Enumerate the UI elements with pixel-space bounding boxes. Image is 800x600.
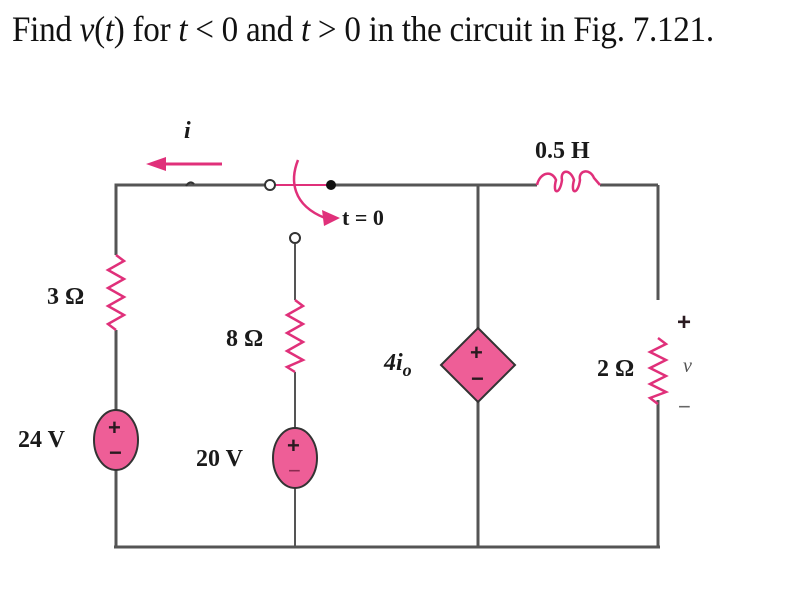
problem-statement: Find v(t) for t < 0 and t > 0 in the cir…: [12, 8, 714, 50]
voltage-source-20v: + −: [272, 427, 318, 489]
switch: [264, 159, 340, 244]
question-text: for: [124, 9, 179, 49]
dependent-source-label: 4io: [383, 350, 412, 380]
dep-label-sub: o: [403, 360, 412, 380]
v-plus-sign: +: [677, 309, 691, 336]
switch-terminal-lower: [289, 232, 301, 244]
inductor-label: 0.5 H: [535, 138, 590, 164]
source-minus-sign: −: [109, 440, 122, 465]
voltage-source-24v: + −: [93, 409, 139, 471]
paren: ): [113, 9, 125, 49]
v-minus-sign: −: [678, 394, 691, 419]
dependent-voltage-source: + −: [439, 326, 517, 404]
source-24v-label: 24 V: [18, 427, 66, 453]
question-text: Find: [12, 9, 80, 49]
current-label: i: [184, 118, 191, 144]
var-t: t: [104, 9, 114, 49]
resistor-8ohm: [284, 299, 306, 374]
var-v: v: [79, 9, 95, 49]
var-t: t: [300, 9, 310, 49]
node-mark: [185, 181, 195, 187]
question-text: < 0 and: [187, 9, 301, 49]
source-plus-sign: +: [287, 433, 300, 458]
switch-time-label: t = 0: [342, 205, 384, 230]
arrowhead-left-icon: [146, 157, 166, 171]
source-20v-label: 20 V: [196, 446, 244, 472]
resistor-8ohm-label: 8 Ω: [226, 326, 263, 352]
resistor-2ohm-label: 2 Ω: [597, 356, 634, 382]
inductor: [535, 170, 601, 193]
switch-terminal-open: [264, 179, 276, 191]
switch-arrowhead-icon: [322, 210, 340, 226]
dep-label-main: 4i: [383, 350, 403, 376]
resistor-3ohm-label: 3 Ω: [47, 284, 84, 310]
wire-top-left: [114, 183, 268, 230]
paren: (: [94, 9, 105, 49]
dep-minus-sign: −: [471, 366, 484, 391]
wires: [114, 181, 660, 549]
source-minus-sign: −: [288, 458, 301, 483]
inductor-coil: [535, 170, 601, 193]
switch-terminal-closed: [326, 180, 336, 190]
switch-action-arc: [292, 159, 326, 220]
question-text: > 0 in the circuit in Fig. 7.121.: [309, 9, 714, 49]
source-plus-sign: +: [108, 415, 121, 440]
resistor-3ohm: [105, 254, 127, 331]
var-t: t: [178, 9, 188, 49]
resistor-2ohm: [647, 337, 670, 405]
dep-plus-sign: +: [470, 340, 483, 365]
output-voltage-label: v: [683, 355, 692, 377]
current-arrow: [146, 157, 222, 171]
